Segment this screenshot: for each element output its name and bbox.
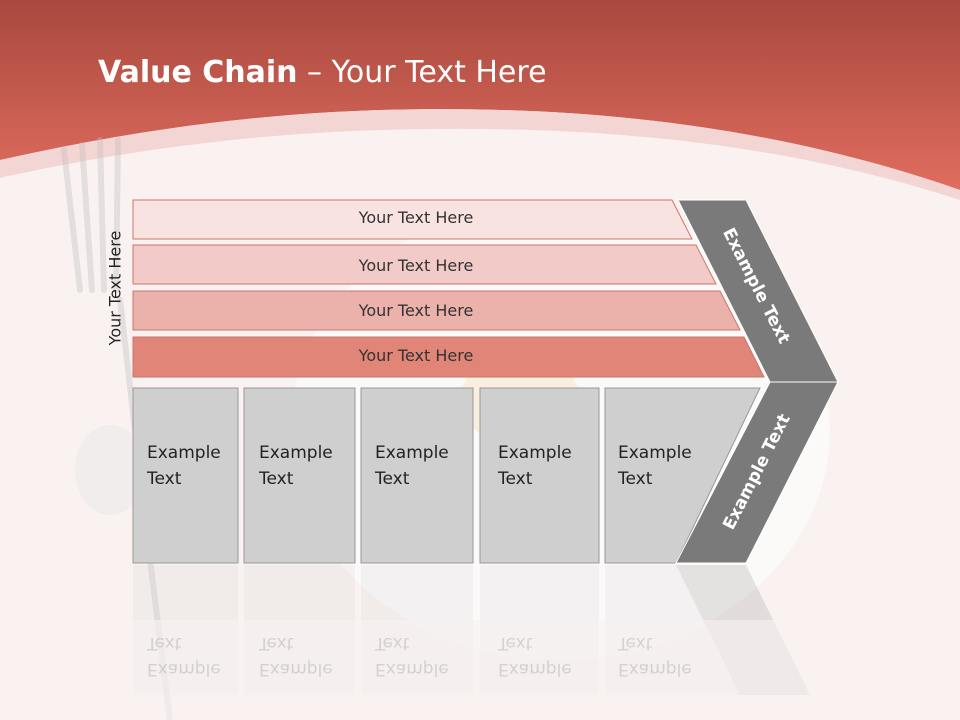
box-1 — [132, 387, 239, 564]
refl-box-4-line2: Text — [498, 633, 533, 653]
band-4 — [132, 336, 765, 378]
title-bold: Value Chain — [98, 55, 298, 90]
box-2-line1: Example — [259, 443, 333, 463]
reflection: Example Text Example Text Example Text Exam… — [0, 564, 960, 720]
slide-title: Value Chain – Your Text Here — [98, 55, 547, 90]
refl-box-1-line2: Text — [147, 633, 182, 653]
band-label-4: Your Text Here — [358, 346, 474, 365]
refl-box-5-line1: Example — [618, 659, 692, 679]
box-4-line2: Text — [498, 469, 533, 489]
band-label-2: Your Text Here — [358, 256, 474, 275]
band-1 — [132, 199, 693, 240]
box-1-line1: Example — [147, 443, 221, 463]
box-2 — [243, 387, 356, 564]
band-label-1: Your Text Here — [358, 208, 474, 227]
box-4 — [479, 387, 600, 564]
band-2 — [132, 244, 717, 285]
box-3-line1: Example — [375, 443, 449, 463]
box-5-line2: Text — [618, 469, 653, 489]
box-2-line2: Text — [259, 469, 294, 489]
box-5-line1: Example — [618, 443, 692, 463]
box-3 — [360, 387, 474, 564]
band-label-3: Your Text Here — [358, 301, 474, 320]
box-4-line1: Example — [498, 443, 572, 463]
refl-box-3-line1: Example — [375, 659, 449, 679]
refl-box-1-line1: Example — [147, 659, 221, 679]
title-rest: – Your Text Here — [297, 55, 547, 90]
refl-box-3-line2: Text — [375, 633, 410, 653]
header-banner — [0, 0, 960, 200]
band-3 — [132, 290, 741, 331]
refl-box-5-line2: Text — [618, 633, 653, 653]
refl-box-2-line1: Example — [259, 659, 333, 679]
refl-box-4-line1: Example — [498, 659, 572, 679]
chevron-lower — [675, 381, 839, 564]
refl-box-2-line2: Text — [259, 633, 294, 653]
box-1-line2: Text — [147, 469, 182, 489]
box-3-line2: Text — [375, 469, 410, 489]
